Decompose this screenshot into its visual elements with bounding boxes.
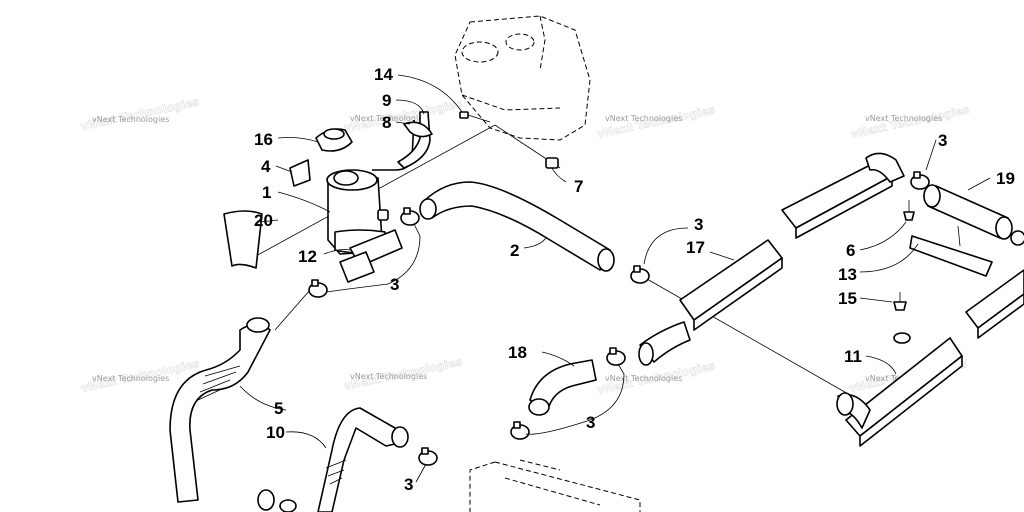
heat-exchanger-center (638, 239, 783, 366)
hose-clamp (279, 499, 297, 512)
leader-lines (239, 74, 991, 483)
fastener (893, 292, 911, 344)
hose-clamp (1010, 230, 1024, 246)
watermark-text: vNext Technologies (865, 114, 942, 123)
rivet (903, 200, 915, 221)
hose-right-upper (923, 184, 1013, 240)
decal (289, 159, 311, 187)
engine-block-outline (469, 459, 641, 512)
hose-clamp (418, 447, 438, 466)
hose-clamp (910, 171, 930, 190)
callout-8: 8 (382, 113, 391, 132)
hose-clamp (510, 421, 530, 440)
callout-13: 13 (838, 265, 857, 284)
callout-4: 4 (261, 157, 271, 176)
callout-5: 5 (274, 399, 283, 418)
screw (459, 111, 491, 123)
oil-tank-outline (454, 15, 591, 141)
watermark-text: vNext Technologies (605, 114, 682, 123)
callout-3: 3 (938, 131, 947, 150)
hose-upper (419, 181, 615, 272)
watermark-text: vNext Technologies (92, 115, 169, 124)
overflow-hose (397, 111, 433, 169)
callout-17: 17 (686, 238, 705, 257)
heat-exchanger-right (836, 337, 963, 447)
hose-clamp (400, 207, 420, 226)
spacer (545, 157, 559, 169)
callout-3: 3 (404, 475, 413, 494)
callout-3: 3 (694, 215, 703, 234)
callout-labels: 14 9 8 16 4 1 20 12 3 7 2 3 17 18 3 5 10… (254, 65, 1015, 494)
heat-exchanger-upper-left (781, 152, 905, 239)
mounting-bracket (909, 225, 993, 277)
callout-3: 3 (390, 275, 399, 294)
callout-2: 2 (510, 241, 519, 260)
callout-14: 14 (374, 65, 393, 84)
hose-clamp (308, 279, 328, 298)
callout-10: 10 (266, 423, 285, 442)
callout-16: 16 (254, 130, 273, 149)
callout-19: 19 (996, 169, 1015, 188)
callout-11: 11 (844, 347, 862, 366)
watermark-text: vNext Technologies (350, 114, 427, 123)
callout-20: 20 (254, 211, 273, 230)
callout-7: 7 (574, 177, 583, 196)
callout-1: 1 (262, 183, 271, 202)
hose-clamp (606, 347, 626, 366)
callout-15: 15 (838, 289, 857, 308)
hose-clamp (630, 265, 650, 284)
callout-12: 12 (298, 247, 317, 266)
watermark-text: vNext Technologies (92, 374, 169, 383)
coolant-bottle-assembly (326, 119, 415, 283)
hose-short (528, 359, 597, 416)
callout-6: 6 (846, 241, 855, 260)
heat-exchanger-right-edge (965, 269, 1024, 339)
callout-18: 18 (508, 343, 527, 362)
watermark-text: vNext Technologies (605, 374, 682, 383)
hose-middle-lower (317, 407, 409, 512)
heat-shield (223, 210, 263, 269)
radiator-cap (315, 128, 353, 152)
watermark-text: vNext Technologies (350, 372, 427, 381)
hose-left-lower (169, 317, 275, 511)
callout-3: 3 (586, 413, 595, 432)
callout-9: 9 (382, 91, 391, 110)
